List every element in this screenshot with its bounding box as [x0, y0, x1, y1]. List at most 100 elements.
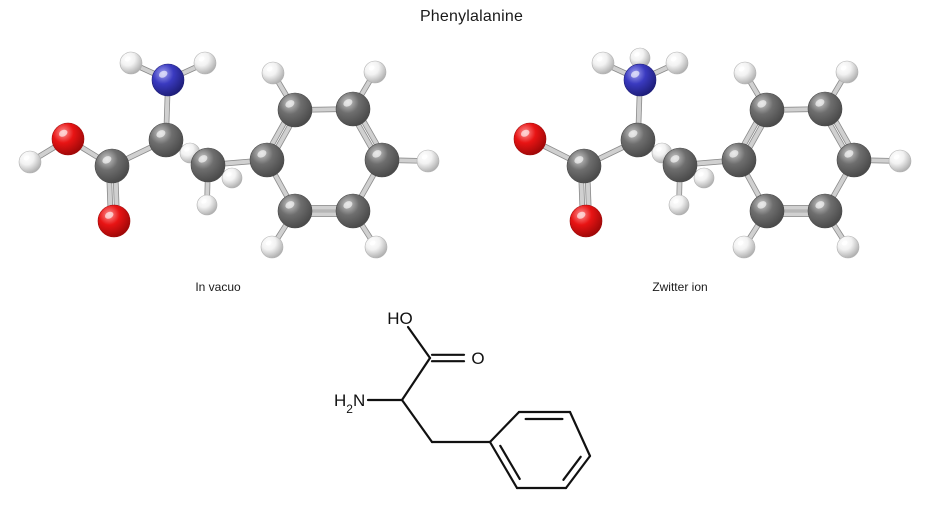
atom-sphere [335, 193, 371, 229]
model-label-zwitter-ion: Zwitter ion [652, 280, 708, 294]
molecule-canvas-in-vacuo [18, 51, 440, 259]
atom-sphere [665, 51, 689, 75]
atom-sphere [277, 193, 313, 229]
atom-nitrogen-ammonium-nitrogen [623, 63, 657, 97]
atom-sphere [749, 193, 785, 229]
atom-specular-highlight [893, 154, 900, 160]
atom-sphere [249, 142, 285, 178]
ring-bond-6 [488, 440, 519, 490]
atom-specular-highlight [628, 130, 638, 138]
atom-sphere [260, 235, 284, 259]
label-amine: H2N [334, 391, 365, 416]
atom-hydrogen-beta-hydrogen-2 [693, 167, 715, 189]
atom-specular-highlight [266, 66, 273, 72]
atom-carbon-ring-carbon-4 [836, 142, 872, 178]
atom-specular-highlight [158, 70, 168, 78]
atom-specular-highlight [343, 99, 353, 107]
atom-sphere [513, 122, 547, 156]
atom-hydrogen-amine-hydrogen-1 [119, 51, 143, 75]
atom-specular-highlight [156, 130, 166, 138]
atom-sphere [569, 204, 603, 238]
atom-specular-highlight [729, 150, 739, 158]
atom-sphere [18, 150, 42, 174]
atom-specular-highlight [757, 201, 767, 209]
atom-hydrogen-amine-hydrogen-2 [193, 51, 217, 75]
atom-specular-highlight [576, 211, 586, 219]
atom-sphere [749, 92, 785, 128]
atom-sphere [190, 147, 226, 183]
atom-specular-highlight [670, 56, 677, 62]
atom-sphere [151, 63, 185, 97]
atom-carbon-ring-carbon-3 [335, 91, 371, 127]
atom-specular-highlight [596, 56, 603, 62]
atom-carbon-alpha-carbon [148, 122, 184, 158]
ring-inner-double-3 [499, 444, 521, 481]
atom-specular-highlight [841, 240, 848, 246]
atom-sphere [620, 122, 656, 158]
atom-sphere [623, 63, 657, 97]
atom-specular-highlight [23, 155, 30, 161]
bond-carboxyl-alpha [400, 356, 432, 402]
atom-specular-highlight [574, 156, 584, 164]
atom-specular-highlight [285, 100, 295, 108]
atom-sphere [277, 92, 313, 128]
atom-sphere [196, 194, 218, 216]
bond-hydroxyl [406, 325, 432, 360]
atom-specular-highlight [815, 201, 825, 209]
label-carbonyl-oxygen: O [471, 349, 484, 368]
atom-specular-highlight [198, 155, 208, 163]
atom-hydrogen-beta-hydrogen-2 [221, 167, 243, 189]
atom-specular-highlight [673, 199, 679, 204]
atom-specular-highlight [520, 129, 530, 137]
label-amine-h: H [334, 391, 346, 410]
atom-specular-highlight [757, 100, 767, 108]
atom-layer [513, 47, 912, 259]
atom-sphere [94, 148, 130, 184]
molecule-model-zwitter-ion [472, 0, 943, 280]
atom-hydrogen-ring-hydrogen-5 [364, 235, 388, 259]
atom-sphere [888, 149, 912, 173]
model-label-in-vacuo: In vacuo [195, 280, 241, 294]
atom-sphere [721, 142, 757, 178]
atom-specular-highlight [198, 56, 205, 62]
atom-specular-highlight [844, 150, 854, 158]
atom-sphere [148, 122, 184, 158]
atom-sphere [193, 51, 217, 75]
page-title: Phenylalanine [419, 8, 524, 25]
atom-specular-highlight [815, 99, 825, 107]
atom-hydrogen-ammonium-hydrogen-2 [665, 51, 689, 75]
atom-sphere [668, 194, 690, 216]
atom-hydrogen-ring-hydrogen-6 [260, 235, 284, 259]
ring-bond-3 [568, 410, 592, 458]
atom-sphere [836, 235, 860, 259]
atom-sphere [221, 167, 243, 189]
molecule-model-in-vacuo [0, 0, 471, 280]
atom-hydrogen-ring-hydrogen-3 [835, 60, 859, 84]
atom-sphere [835, 60, 859, 84]
atom-sphere [363, 60, 387, 84]
atom-hydrogen-ring-hydrogen-5 [836, 235, 860, 259]
atom-specular-highlight [104, 211, 114, 219]
atom-sphere [416, 149, 440, 173]
atom-sphere [733, 61, 757, 85]
atom-specular-highlight [184, 147, 190, 152]
atom-sphere [591, 51, 615, 75]
atom-sphere [662, 147, 698, 183]
atom-sphere [807, 91, 843, 127]
atom-sphere [119, 51, 143, 75]
atom-specular-highlight [369, 240, 376, 246]
atom-carbon-alpha-carbon [620, 122, 656, 158]
bond-alpha-beta [400, 398, 434, 444]
atom-carbon-ring-carbon-6 [277, 193, 313, 229]
atom-oxygen-hydroxyl-oxygen [51, 122, 85, 156]
atom-specular-highlight [738, 66, 745, 72]
atom-nitrogen-amine-nitrogen [151, 63, 185, 97]
atom-carbon-ring-carbon-5 [335, 193, 371, 229]
atom-specular-highlight [634, 52, 640, 57]
atom-specular-highlight [257, 150, 267, 158]
ring-bond-1 [488, 410, 521, 444]
atom-sphere [807, 193, 843, 229]
atom-sphere [693, 167, 715, 189]
atom-oxygen-carboxylate-oxygen-1 [513, 122, 547, 156]
